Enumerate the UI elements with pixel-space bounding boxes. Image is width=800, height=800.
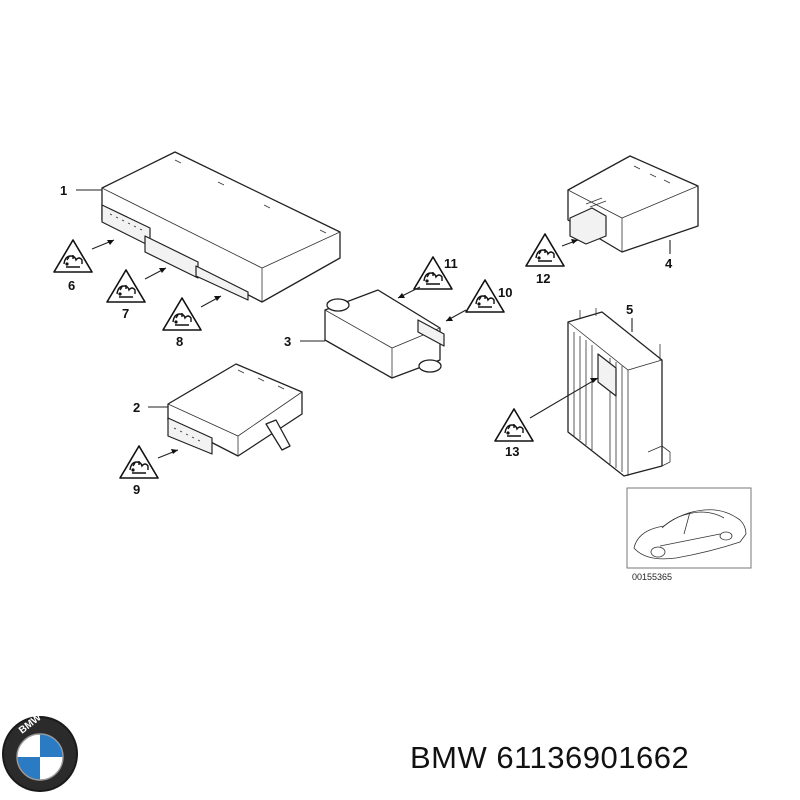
part-5-control-unit [567, 308, 671, 477]
label-5: 5 [626, 302, 633, 317]
label-10: 10 [498, 285, 512, 300]
part-1-control-module [101, 151, 341, 303]
label-2: 2 [133, 400, 140, 415]
label-12: 12 [536, 271, 550, 286]
label-13: 13 [505, 444, 519, 459]
part-number-caption: BMW 61136901662 [410, 740, 690, 775]
part-2-module [167, 363, 303, 457]
warning-icon-8 [162, 297, 202, 331]
warning-icon-7 [106, 269, 146, 303]
diagram-reference-code: 00155365 [632, 572, 672, 582]
part-3-airbag-module [324, 289, 445, 379]
label-3: 3 [284, 334, 291, 349]
warning-icon-12 [525, 233, 565, 267]
arrow-13 [529, 377, 599, 419]
warning-icon-13 [494, 408, 534, 442]
warning-icon-6 [53, 239, 93, 273]
label-7: 7 [122, 306, 129, 321]
label-9: 9 [133, 482, 140, 497]
car-location-thumbnail [626, 487, 752, 569]
bmw-roundel-logo: BMW [2, 712, 78, 792]
part-4-module [567, 155, 699, 253]
label-1: 1 [60, 183, 67, 198]
warning-icon-9 [119, 445, 159, 479]
label-8: 8 [176, 334, 183, 349]
label-6: 6 [68, 278, 75, 293]
label-11: 11 [444, 256, 458, 271]
label-4: 4 [665, 256, 673, 271]
